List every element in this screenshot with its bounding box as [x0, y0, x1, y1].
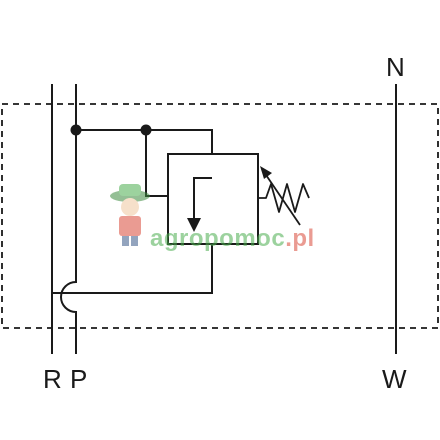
watermark-part-agro: agro	[150, 225, 204, 252]
spring-icon	[258, 183, 310, 213]
flow-arrow-head-icon	[187, 218, 201, 232]
pilot-line	[145, 130, 168, 197]
adjust-arrow-shaft	[263, 171, 301, 226]
p-line	[60, 84, 77, 354]
supply-line	[76, 129, 213, 154]
watermark-part-pomoc: pomoc	[204, 225, 285, 252]
port-label-r: R	[43, 364, 62, 394]
relief-valve-body	[167, 153, 259, 245]
port-label-p: P	[70, 364, 87, 394]
port-label-w: W	[382, 364, 407, 394]
farmer-mascot-icon	[110, 184, 150, 246]
adjust-arrow-head-icon	[260, 166, 272, 179]
junction-dot-p	[70, 124, 82, 136]
watermark-text: agropomoc.pl	[150, 225, 315, 252]
junction-dot-pilot	[140, 124, 152, 136]
module-boundary	[1, 103, 439, 329]
return-line	[52, 244, 213, 294]
valve-flow-path	[193, 177, 212, 222]
port-label-n: N	[386, 52, 405, 82]
watermark: agropomoc.pl	[110, 184, 315, 252]
watermark-part-pl: .pl	[285, 225, 315, 252]
